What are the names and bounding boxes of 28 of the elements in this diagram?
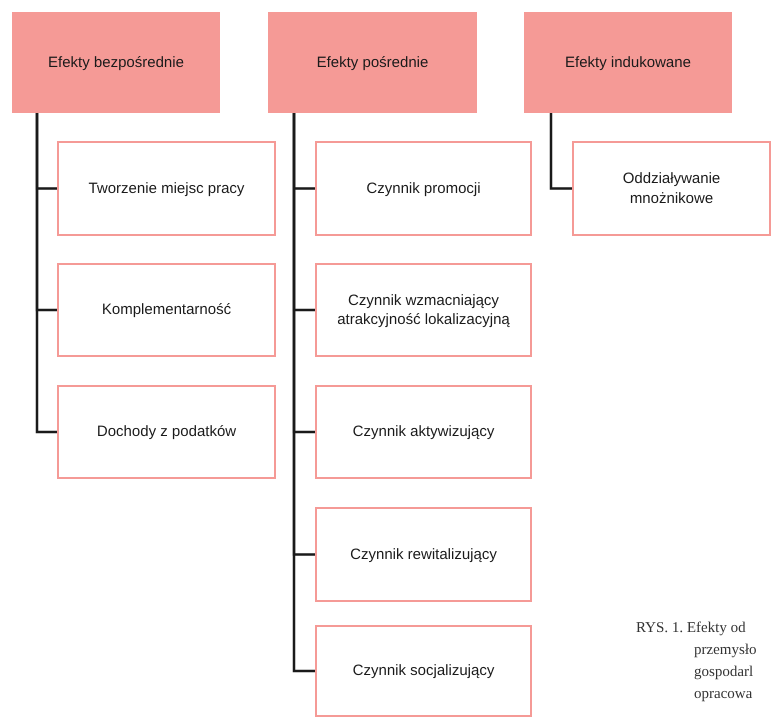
- effect-box: [315, 141, 532, 236]
- box-label: Czynnik wzmacniający atrakcyjność lokalizacyjną: [336, 290, 511, 330]
- effect-box: [572, 141, 771, 236]
- box-label: Komplementarność: [102, 300, 232, 320]
- box-label: Efekty bezpośrednie: [48, 54, 184, 71]
- connector-line: [550, 113, 572, 190]
- connector-line: [292, 113, 315, 672]
- effect-box: [57, 141, 276, 236]
- effect-box: [315, 507, 532, 602]
- category-header: [12, 12, 220, 113]
- category-header: [524, 12, 732, 113]
- effect-box: [315, 385, 532, 479]
- effect-box: [57, 263, 276, 357]
- box-label: Efekty pośrednie: [316, 54, 428, 71]
- effect-box: [315, 263, 532, 357]
- box-label: Czynnik aktywizujący: [352, 422, 494, 442]
- effect-box: [315, 625, 532, 717]
- box-label: Dochody z podatków: [96, 422, 236, 442]
- figure-caption: RYS. 1. Efekty od przemysło gospodarl opracowa: [636, 619, 758, 704]
- box-label: Czynnik rewitalizujący: [350, 544, 497, 564]
- connector-line: [36, 113, 57, 434]
- box-label: Efekty indukowane: [565, 54, 691, 71]
- box-label: Czynnik promocji: [366, 178, 481, 198]
- box-label: Czynnik socjalizujący: [352, 661, 494, 681]
- category-header: [268, 12, 477, 113]
- effect-box: [57, 385, 276, 479]
- box-label: Oddziaływanie mnożnikowe: [622, 169, 722, 208]
- box-label: Tworzenie miejsc pracy: [88, 178, 244, 198]
